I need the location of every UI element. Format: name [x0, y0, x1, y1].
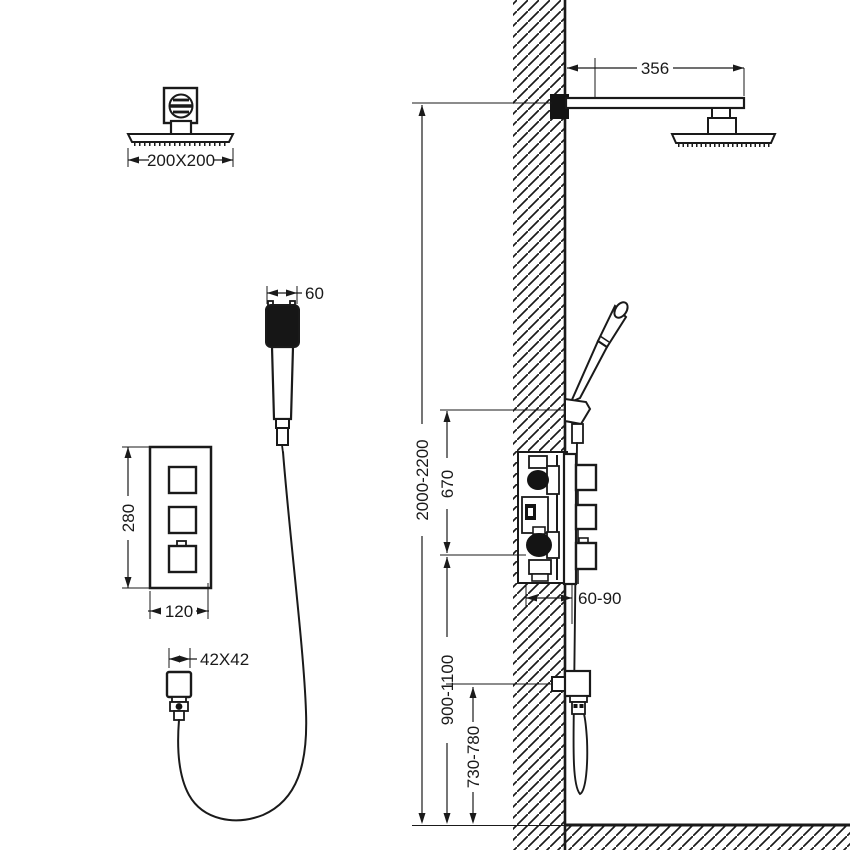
dimension-label: 2000-2200 [413, 439, 432, 520]
dimension-356: 356 [567, 59, 745, 96]
outlet-elbow [551, 676, 566, 692]
valve-side-view [517, 451, 598, 586]
shower-holder [564, 397, 592, 426]
wall-hatching [513, 0, 565, 850]
shower-head-plate [126, 133, 235, 143]
knob-side-1 [574, 463, 598, 492]
dimension-200x200: 200X200 [127, 148, 234, 170]
dimension-900-1100: 900-1100 [438, 557, 457, 824]
knob-side-3 [574, 541, 598, 571]
dimension-280: 280 [119, 446, 150, 589]
shower-stem [169, 119, 193, 137]
dimension-label: 900-1100 [438, 655, 457, 726]
dimension-label: 280 [119, 504, 138, 532]
hand-shower-handle [270, 345, 295, 421]
wall-section [412, 0, 850, 850]
outlet-block [563, 669, 592, 698]
floor-hatching [565, 825, 850, 850]
arm-wall-mount [550, 94, 569, 119]
valve-button-1 [167, 465, 198, 495]
dimension-120: 120 [148, 583, 209, 621]
rain-shower-side-view [550, 58, 777, 147]
dimension-730-780: 730-780 [446, 683, 552, 824]
rain-head-plate [670, 133, 777, 144]
dimension-60-90: 60-90 [525, 584, 621, 624]
knob-side-2 [574, 503, 598, 531]
overhead-shower-front-view [126, 86, 235, 146]
dimension-label: 60 [305, 284, 324, 303]
shower-arm [564, 96, 746, 110]
dimension-label: 730-780 [464, 726, 483, 788]
hand-shower-inlet [276, 427, 289, 446]
dimension-label: 120 [165, 602, 193, 621]
wall-outlet-side-view [551, 669, 592, 715]
dimension-label: 356 [641, 59, 669, 78]
dimension-670: 670 [438, 409, 566, 556]
dimension-label: 42X42 [200, 650, 249, 669]
head-connector [707, 117, 737, 135]
dimension-label: 60-90 [578, 589, 621, 608]
dimension-label: 670 [438, 470, 457, 498]
dimension-label: 200X200 [147, 151, 215, 170]
hand-shower-side-view [564, 301, 629, 444]
valve-front-view [148, 445, 213, 590]
wall-outlet-front-view [165, 670, 193, 721]
valve-knob-top [527, 470, 549, 490]
valve-button-2 [167, 505, 198, 535]
handle-side [569, 339, 609, 404]
shower-hose [177, 451, 308, 822]
trim-plate-side [562, 452, 578, 586]
dimension-2000-2200: 2000-2200 [412, 102, 552, 824]
dimension-60: 60 [266, 284, 324, 304]
valve-button-3 [167, 544, 198, 574]
dimension-42x42: 42X42 [168, 648, 249, 669]
hand-shower-front-view [265, 300, 300, 454]
outlet-escutcheon [165, 670, 193, 699]
valve-knob-bottom [526, 533, 552, 557]
hand-shower-head [265, 304, 300, 348]
